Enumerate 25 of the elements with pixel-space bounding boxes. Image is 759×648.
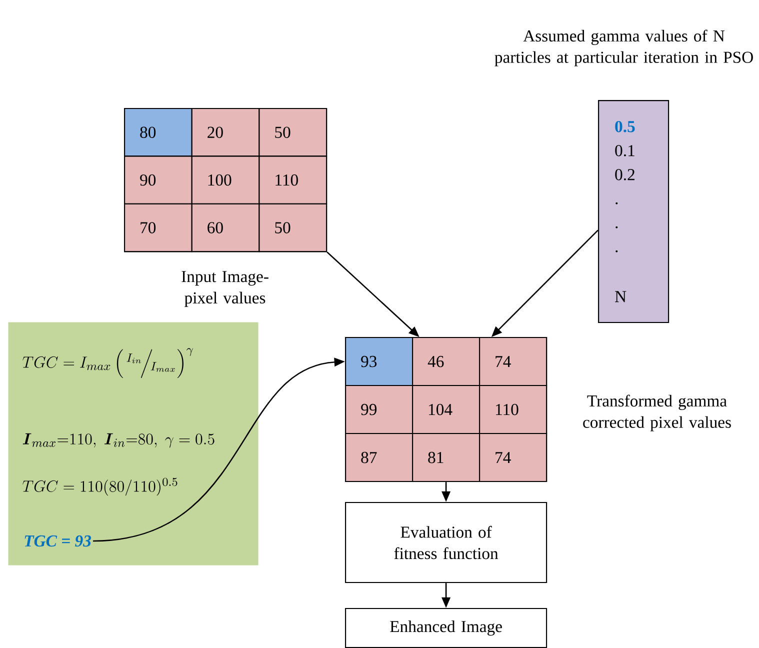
pixel-cell: 110	[258, 156, 328, 204]
pixel-cell: 90	[124, 156, 192, 204]
node-label: Assumed gamma values of N particles at particular iteration in PSO	[494, 30, 753, 66]
result-text: TGC = 93	[24, 535, 91, 547]
pixel-cell: 104	[412, 385, 480, 434]
pixel-cell: 50	[258, 203, 328, 252]
pixel-cell: 110	[479, 385, 548, 434]
pixel-cell: 81	[412, 433, 480, 482]
pixel-cell: 80	[124, 108, 192, 157]
pixel-cell: 46	[412, 337, 480, 386]
pixel-cell: 50	[258, 108, 328, 157]
process-box: Enhanced Image	[345, 608, 548, 648]
node-label: Input Image-pixel values	[182, 271, 268, 307]
pixel-cell: 87	[345, 433, 414, 482]
pixel-cell: 20	[191, 108, 260, 157]
pixel-cell: 74	[479, 433, 548, 482]
pixel-cell: 93	[345, 337, 414, 386]
pixel-cell: 74	[479, 337, 548, 386]
gamma-list-box: 0.5 0.1 0.2 . . . N	[598, 100, 670, 324]
node-label: Transformed gamma corrected pixel values	[583, 394, 731, 432]
pixel-cell: 60	[191, 203, 260, 252]
process-box: Evaluation of fitness function	[345, 502, 548, 584]
pixel-cell: 99	[345, 385, 414, 434]
pixel-cell: 70	[124, 203, 192, 252]
pixel-cell: 100	[191, 156, 260, 204]
